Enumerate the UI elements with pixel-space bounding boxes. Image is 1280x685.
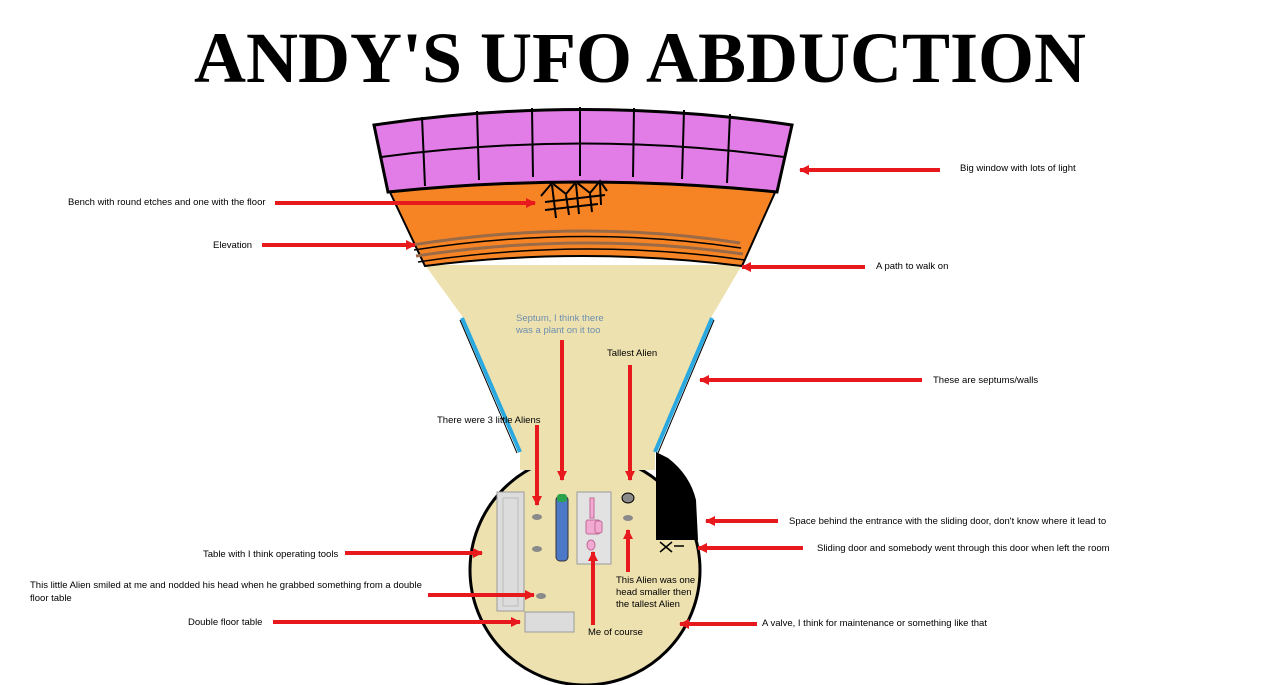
left-septum-edge: [459, 319, 518, 454]
alien-head-2: [532, 546, 542, 552]
double-floor-table: [524, 611, 575, 633]
label-path: A path to walk on: [876, 261, 949, 272]
alien-head-3: [536, 593, 546, 599]
me-figure: [585, 497, 603, 551]
label-bench: Bench with round etches and one with the…: [68, 197, 266, 208]
funnel-body: [425, 265, 742, 450]
bench-sketch: [540, 179, 608, 219]
label-elevation: Elevation: [213, 240, 253, 251]
label-space-behind: Space behind the entrance with the slidi…: [789, 516, 1107, 527]
label-smaller-alien-2: head smaller then: [616, 587, 692, 598]
label-tallest-alien: Tallest Alien: [607, 348, 658, 359]
label-valve: A valve, I think for maintenance or some…: [762, 618, 987, 629]
label-little-alien-2: floor table: [30, 593, 72, 604]
space-behind-entrance: [656, 452, 698, 540]
label-big-window: Big window with lots of light: [960, 163, 1076, 174]
plant-top: [557, 494, 567, 502]
label-septum-plant-2: was a plant on it too: [516, 325, 601, 336]
label-septum-plant-1: Septum, I think there: [516, 313, 604, 324]
plant-septum: [555, 495, 569, 562]
annotation-arrows: [262, 165, 940, 629]
right-septum-wall: [653, 317, 714, 453]
label-double-floor-table: Double floor table: [188, 617, 263, 628]
label-table-tools: Table with I think operating tools: [203, 549, 339, 560]
label-sliding-door: Sliding door and somebody went through t…: [817, 543, 1110, 554]
funnel-neck: [520, 440, 655, 470]
label-smaller-alien-1: This Alien was one: [616, 575, 696, 586]
right-septum-edge: [657, 319, 715, 454]
label-me-of-course: Me of course: [588, 627, 643, 638]
label-smaller-alien-3: the tallest Alien: [616, 599, 680, 610]
window-grid: [380, 107, 785, 187]
left-septum-wall: [460, 317, 522, 453]
tools-table-inner: [502, 497, 519, 607]
page-title: ANDY'S UFO ABDUCTION: [193, 18, 1087, 98]
tools-table: [496, 491, 525, 612]
alien-head-1: [532, 514, 542, 520]
smaller-alien-head: [623, 515, 633, 521]
label-little-alien-1: This little Alien smiled at me and nodde…: [30, 580, 422, 591]
tallest-alien-head: [621, 492, 635, 504]
sliding-door-mark: [659, 541, 684, 553]
label-three-aliens: There were 3 little Aliens: [437, 415, 541, 426]
label-septums-walls: These are septums/walls: [933, 375, 1039, 386]
elevation-stripes: [411, 229, 746, 263]
